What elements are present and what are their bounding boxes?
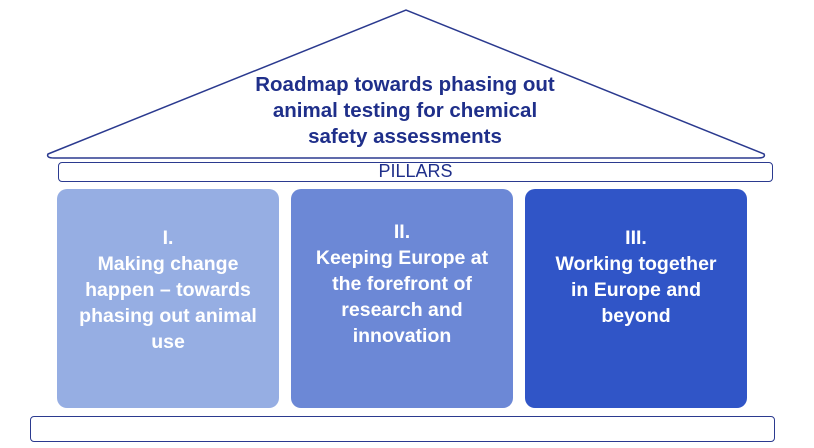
pillar-2-text: Keeping Europe at [315,247,489,269]
pillar-3-text: beyond [601,305,671,327]
pillar-1-number: I. [162,227,174,249]
pillar-2-text: research and [341,299,463,321]
pillar-3-text: in Europe and [570,279,701,301]
foundation-bar [30,416,775,442]
roof-title-line: Roadmap towards phasing out [255,73,555,96]
pillars-label: PILLARS [378,161,453,181]
pillar-2-text: innovation [352,325,452,347]
pillar-3-text: Working together [555,253,717,275]
pillar-3-number: III. [625,227,647,249]
pillars-label-bar: PILLARS [58,162,773,182]
pillar-2: II. Keeping Europe at the forefront of r… [291,189,513,408]
roof-title-line: safety assessments [308,125,502,148]
roof-title: Roadmap towards phasing out animal testi… [205,72,605,150]
pillar-1-text: happen – towards [85,279,251,301]
roof-title-line: animal testing for chemical [272,99,538,122]
pillar-2-number: II. [393,221,411,243]
pillar-1-text: use [151,331,185,353]
pillar-1-text: phasing out animal [79,305,257,327]
pillar-1: I. Making change happen – towards phasin… [57,189,279,408]
pillar-1-text: Making change [97,253,239,275]
pillar-2-text: the forefront of [332,273,472,295]
pillar-3: III. Working together in Europe and beyo… [525,189,747,408]
